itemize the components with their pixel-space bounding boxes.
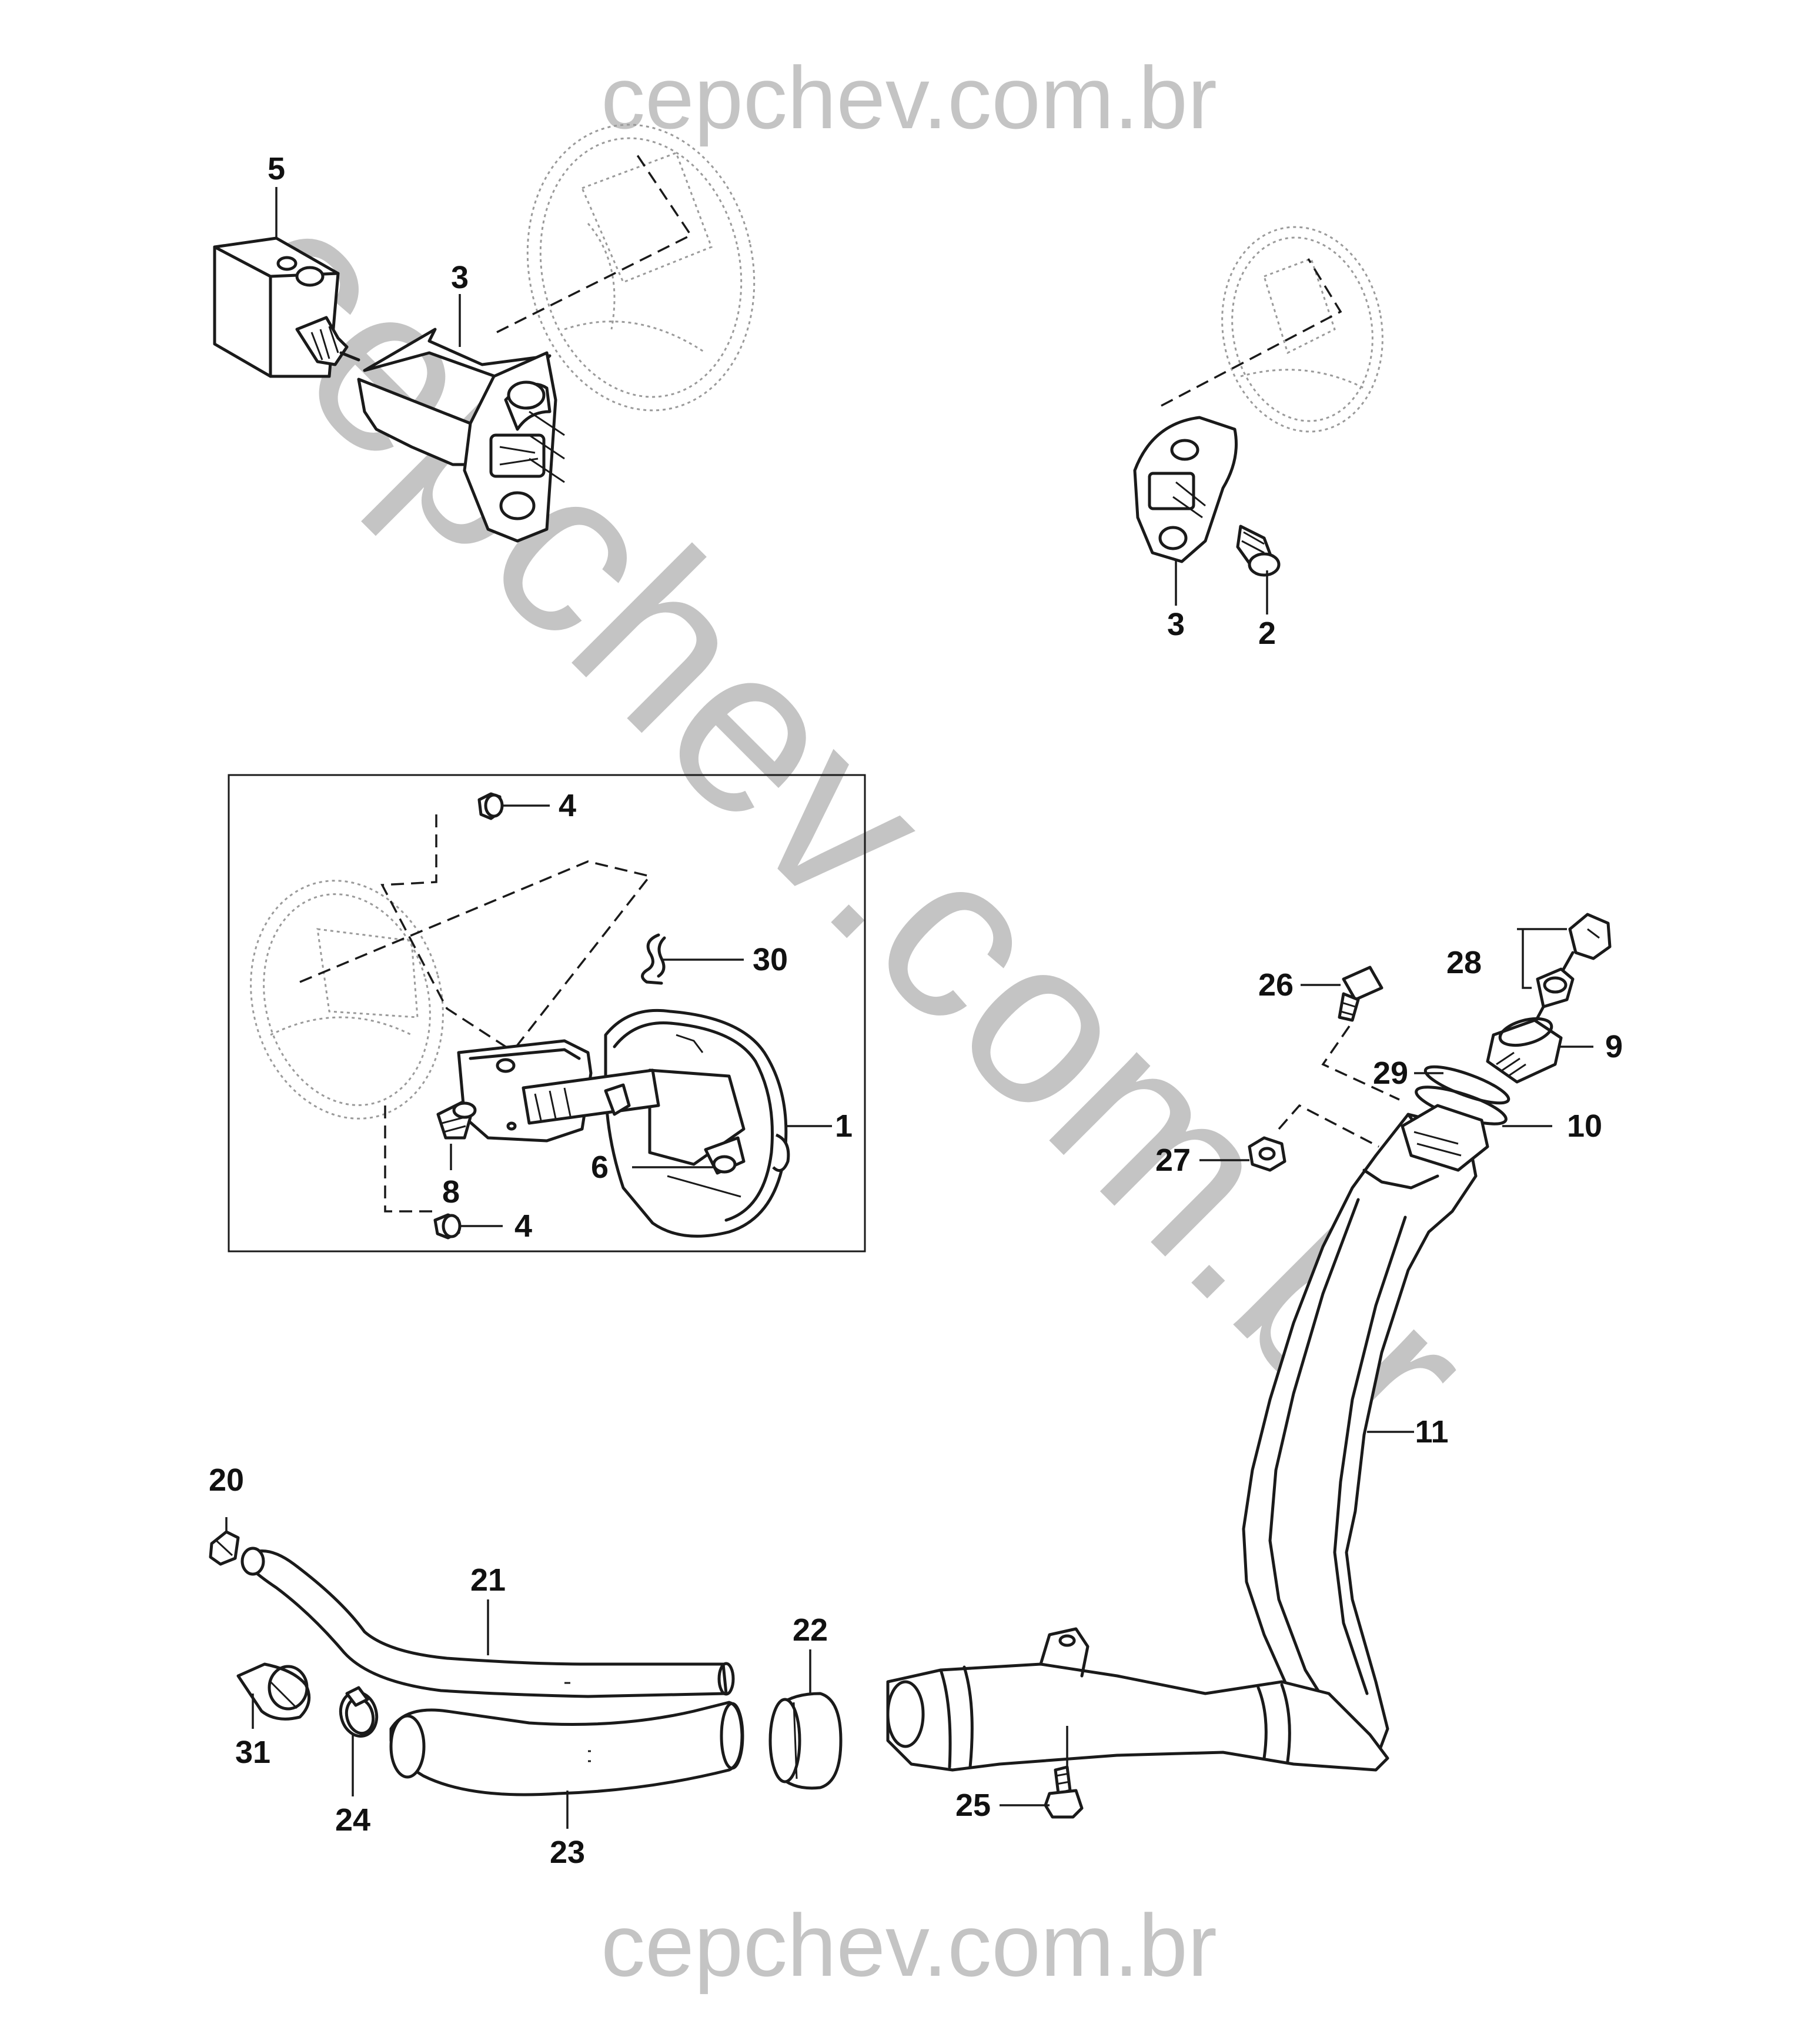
bolt-26 (1338, 966, 1383, 1022)
callout-29: 29 (1373, 1056, 1408, 1091)
callout-8: 8 (442, 1174, 460, 1210)
clamp-31 (236, 1662, 311, 1721)
callout-22: 22 (793, 1612, 828, 1648)
bumper-bottom (433, 1213, 462, 1240)
screw-8 (436, 1101, 477, 1140)
leader-lines (225, 187, 1593, 1829)
screw-2 (1236, 525, 1281, 577)
callout-28: 28 (1446, 945, 1482, 980)
detail-box (228, 774, 866, 1253)
dash-line-top-right (1161, 258, 1342, 407)
fuel-door-ghost-boxed (250, 880, 444, 1120)
callout-31: 31 (235, 1735, 270, 1770)
callout-4-bottom: 4 (514, 1208, 532, 1244)
dash-line-box-lower (384, 1106, 435, 1213)
fuel-cap-9 (1486, 1017, 1563, 1084)
lock-cylinder (1533, 967, 1575, 1025)
lock-bracket-left (357, 328, 565, 543)
callout-6: 6 (591, 1150, 609, 1185)
dash-line-nut-27 (1278, 1104, 1379, 1148)
dash-line-top-left (496, 151, 693, 333)
callout-26: 26 (1258, 967, 1294, 1003)
coupling-22 (768, 1692, 843, 1790)
callout-2: 2 (1258, 616, 1276, 651)
spring-30 (641, 933, 666, 985)
callout-25: 25 (955, 1788, 991, 1823)
fuel-door-assembly (604, 1008, 790, 1238)
filler-neck-11 (1242, 1104, 1489, 1757)
lock-bracket-right (1133, 416, 1238, 563)
nut-27 (1248, 1136, 1286, 1172)
callout-4-top: 4 (559, 788, 576, 823)
hinge-arm (457, 1039, 660, 1143)
callout-20: 20 (209, 1462, 244, 1498)
vent-hose-21 (240, 1547, 735, 1698)
callout-3-left: 3 (451, 260, 469, 295)
callout-3-right: 3 (1167, 607, 1185, 642)
bumper-top (477, 792, 504, 820)
clamp-20 (209, 1530, 240, 1566)
callout-27: 27 (1155, 1143, 1191, 1178)
callout-5: 5 (268, 151, 285, 186)
watermark-top: cepchev.com.br (601, 48, 1217, 147)
dash-line-box-diagonal (299, 860, 652, 1054)
dash-line-bolt-26 (1321, 1026, 1400, 1101)
fuel-door-ghost-top-right (1221, 226, 1383, 433)
callout-24: 24 (335, 1802, 370, 1838)
actuator-motor (213, 236, 360, 378)
filler-neck-lower (886, 1627, 1389, 1772)
dash-line-box-upper (380, 814, 506, 1048)
clamp-24 (339, 1686, 379, 1738)
filler-hose-23 (389, 1701, 744, 1796)
bolt-25 (1044, 1765, 1084, 1819)
callout-30: 30 (753, 942, 788, 977)
callout-9: 9 (1605, 1029, 1623, 1064)
watermark-bottom: cepchev.com.br (601, 1896, 1217, 1995)
callout-11: 11 (1415, 1414, 1448, 1449)
callout-21: 21 (470, 1562, 506, 1598)
callout-23: 23 (550, 1835, 585, 1870)
callout-1: 1 (835, 1108, 853, 1144)
callout-10: 10 (1567, 1108, 1602, 1144)
